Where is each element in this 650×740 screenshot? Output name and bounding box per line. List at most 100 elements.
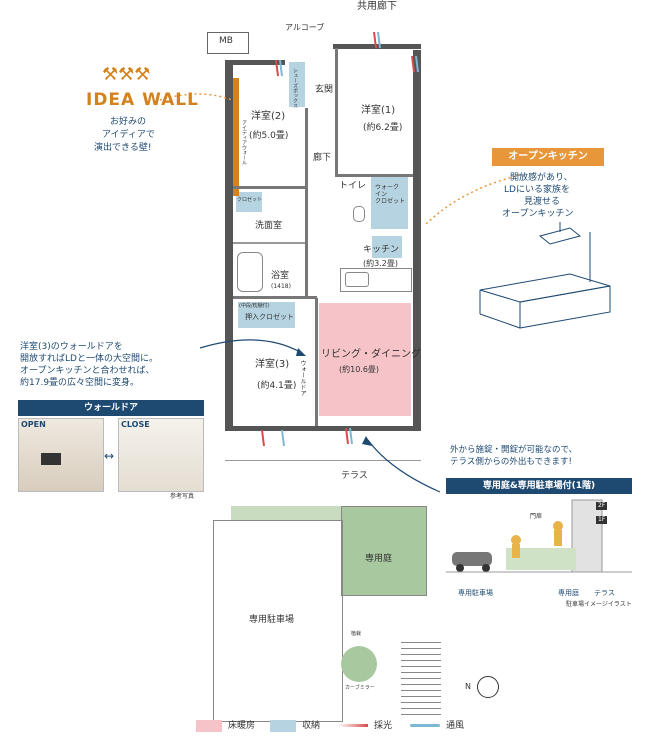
wall (225, 60, 233, 430)
oshiire-closet (238, 302, 295, 328)
room3-name: 洋室(3) (255, 359, 290, 370)
wall (233, 186, 307, 189)
paint-roller-icon: ⚒⚒⚒ (102, 64, 151, 85)
car-mirror-label: カーブミラー (345, 685, 375, 691)
floor-plan: 共用廊下 アルコーブ MB 玄関 廊下 トイレ 洋室(1) (約6.2畳) 洋室… (205, 2, 499, 735)
hall-label: 廊下 (313, 153, 332, 163)
legend-label: 採光 (374, 721, 393, 731)
wall (233, 242, 305, 244)
tv-shape (41, 453, 61, 465)
oshiire-top: (中段/枕棚付) (239, 303, 270, 309)
floor-heating-zone (319, 303, 411, 416)
idea-wall-vertical-label: アイディアウォール (241, 120, 247, 165)
idea-wall-line: お好みの (110, 117, 147, 127)
wall (315, 298, 318, 426)
legend-swatch-floor-heating (196, 720, 222, 732)
legend-label: 収納 (302, 721, 321, 731)
legend-swatch-wind (410, 724, 440, 727)
wall-door-note-line: 開放すればLDと一体の大空間に。 (20, 354, 158, 364)
room1-name: 洋室(1) (361, 105, 396, 116)
legend-label: 通風 (446, 721, 465, 731)
bathtub (237, 252, 263, 292)
walkin-label: ウォーク イン クロゼット (375, 184, 406, 206)
legend-label: 床暖房 (228, 721, 256, 731)
planting-label: 植栽 (351, 631, 362, 637)
legend-swatch-light (338, 724, 368, 727)
wall (305, 108, 308, 298)
wall (413, 50, 421, 430)
photo-caption: 参考写真 (170, 493, 195, 500)
room2-name: 洋室(2) (251, 111, 286, 122)
bath-label: 浴室 (271, 271, 290, 281)
terrace-note-line: テラス側からの外出もできます! (450, 457, 572, 467)
open-kitchen-title: オープンキッチン (492, 148, 604, 166)
small-closet (236, 192, 262, 212)
mb-box (207, 32, 249, 54)
north-label: N (465, 682, 471, 691)
wall-door-panel: ウォールドア OPEN ↔ CLOSE 参考写真 (18, 400, 204, 504)
idea-wall-title: IDEA WALL (86, 90, 199, 110)
legend-swatch-storage (270, 720, 296, 732)
idea-wall-line: 演出できる壁! (94, 143, 152, 153)
garden-label-garden: 専用庭 (558, 589, 579, 597)
garden-panel: 専用庭&専用駐車場付(1階) 2F 1F 門扉 専用駐車場 専用庭 テラス 駐車… (446, 478, 632, 612)
room3-size: (約4.1畳) (257, 381, 297, 391)
washroom-label: 洗面室 (255, 221, 283, 231)
legend: 床暖房 収納 採光 通風 (196, 720, 496, 734)
sink (345, 272, 369, 287)
idea-wall-strip (233, 78, 239, 196)
wall (333, 44, 421, 49)
compass-icon (477, 676, 499, 698)
swap-arrow-icon: ↔ (104, 449, 115, 463)
shoe-closet-label: シューズボックス (292, 68, 298, 108)
terrace-note-line: 外から施錠・開錠が可能なので、 (450, 445, 578, 455)
open-kitchen-line: 開放感があり、 (510, 173, 573, 183)
closet-label: クロゼット (237, 197, 263, 203)
garden-strip (231, 506, 341, 520)
garden-label: 専用庭 (365, 554, 393, 564)
planting-circle (341, 646, 377, 682)
corridor-label: 共用廊下 (357, 1, 397, 12)
wall-door-note-line: 洋室(3)のウォールドアを (20, 342, 123, 352)
bath-size: (1418) (271, 283, 291, 290)
wall (233, 296, 317, 299)
entrance-label: 玄関 (315, 85, 334, 95)
private-garden-area (341, 506, 427, 596)
wall (225, 60, 285, 65)
room2-size: (約5.0畳) (249, 131, 289, 141)
wall (225, 426, 421, 431)
kitchen-size: (約3.2畳) (363, 259, 398, 268)
toilet-fixture (353, 206, 365, 222)
garden-caption: 駐車場イメージイラスト (566, 601, 632, 608)
garden-panel-title: 専用庭&専用駐車場付(1階) (446, 478, 632, 494)
toilet-label: トイレ (339, 181, 367, 191)
open-label: OPEN (21, 420, 46, 429)
close-label: CLOSE (121, 420, 150, 429)
gate-label: 門扉 (530, 513, 543, 520)
garden-label-terrace: テラス (594, 589, 615, 597)
wall-door-title: ウォールドア (18, 400, 204, 416)
open-kitchen-line: 見渡せる (524, 197, 561, 207)
idea-wall-line: アイディアで (102, 130, 155, 140)
kitchen-counter (340, 268, 412, 292)
garden-illustration (446, 499, 632, 573)
terrace-label: テラス (341, 471, 368, 481)
alcove-label: アルコーブ (285, 23, 325, 32)
open-kitchen-line: オープンキッチン (502, 209, 574, 219)
kitchen-illustration (479, 222, 611, 329)
mb-label: MB (219, 36, 233, 46)
garden-label-parking: 専用駐車場 (458, 589, 493, 597)
wall-door-note-line: 約17.9畳の広々空間に変身。 (20, 378, 140, 388)
close-photo (118, 418, 204, 492)
walkin-closet (371, 177, 408, 229)
kitchen-name: キッチン (363, 245, 400, 255)
wall (335, 174, 413, 177)
shoe-closet (289, 62, 305, 107)
oshiire-label: 押入クロゼット (245, 313, 294, 321)
wall-door-note-line: オープンキッチンと合わせれば、 (20, 366, 155, 376)
living-size: (約10.6畳) (339, 365, 380, 374)
living-name: リビング・ダイニング (321, 349, 421, 360)
open-photo (18, 418, 104, 492)
kitchen-storage (372, 236, 402, 258)
